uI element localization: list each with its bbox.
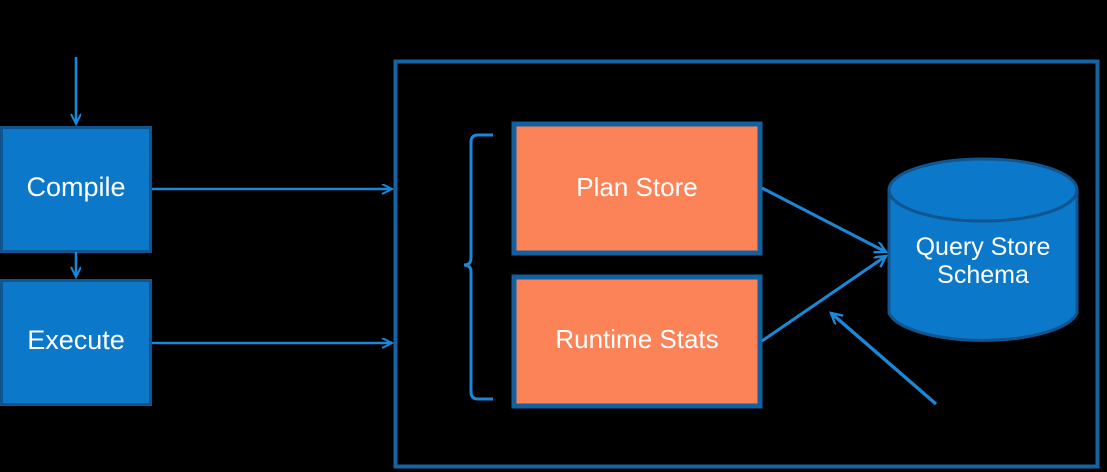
query-store-container <box>393 59 1100 469</box>
connector-plan-store-to-schema <box>761 186 886 252</box>
plan-store-box[interactable] <box>511 121 763 256</box>
connector-runtime-stats-to-schema <box>761 256 886 343</box>
compile-box[interactable] <box>0 126 152 253</box>
execute-box[interactable] <box>0 279 152 406</box>
query-store-schema-cylinder[interactable] <box>887 157 1079 342</box>
connector-external-to-schema <box>831 313 938 406</box>
runtime-stats-box[interactable] <box>511 274 763 409</box>
grouping-brace <box>463 133 493 401</box>
